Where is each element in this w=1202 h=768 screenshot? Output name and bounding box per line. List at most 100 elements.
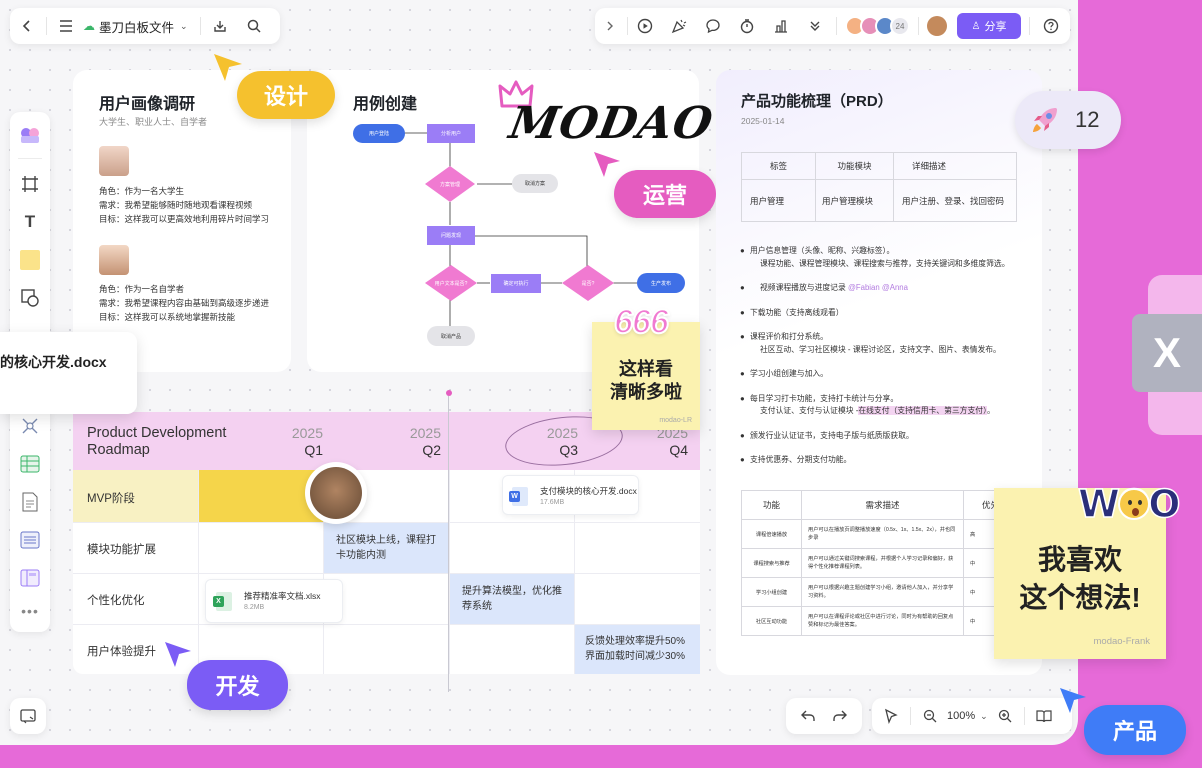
usecase-card[interactable]: 用例创建 用户登陆 分析用户 方案管理 取消方案 问题发现: [307, 70, 699, 372]
download-icon[interactable]: [207, 13, 233, 39]
list-icon[interactable]: [17, 527, 43, 553]
roadmap-bar-text: 反馈处理效率提升50%: [585, 636, 686, 647]
pointer-icon[interactable]: [878, 703, 904, 729]
shape-icon[interactable]: [17, 285, 43, 311]
table-cell: 用户管理模块: [815, 179, 894, 222]
flow-node-decision[interactable]: 方案管理: [425, 166, 475, 202]
roadmap-bar-text: 社区模块上线，课程打卡功能内测: [336, 535, 436, 561]
flow-node-label: 方案管理: [439, 181, 460, 188]
doc-title-dropdown[interactable]: ☁ 墨刀白板文件 ⌄: [83, 17, 188, 36]
help-icon[interactable]: [1038, 13, 1064, 39]
sticky-note-icon[interactable]: [17, 247, 43, 273]
book-icon[interactable]: [1031, 703, 1057, 729]
text-icon[interactable]: T: [24, 212, 36, 231]
flow-node-end[interactable]: 生产发布: [637, 273, 685, 293]
comment-icon[interactable]: [700, 13, 726, 39]
mindmap-icon[interactable]: [17, 413, 43, 439]
bullet-item: ●下载功能（支持离线观看）: [740, 307, 844, 317]
cursor-icon: [1058, 686, 1088, 721]
flow-node-decision[interactable]: 是否?: [562, 265, 614, 301]
roadmap-row-label: 个性化优化: [87, 595, 145, 607]
table-header: 标签: [741, 152, 816, 180]
flow-node-decision[interactable]: 用户文本是否?: [425, 265, 477, 301]
roadmap-row-label-cell: [73, 470, 198, 522]
vote-icon[interactable]: [768, 13, 794, 39]
document-icon[interactable]: [17, 489, 43, 515]
zoom-out-icon[interactable]: [917, 703, 943, 729]
roadmap-bar[interactable]: 社区模块上线，课程打卡功能内测: [324, 523, 449, 573]
prd-table-1: 标签 功能模块 详细描述 用户管理 用户管理模块 用户注册、登录、找回密码: [741, 152, 1017, 222]
shapes-palette-icon[interactable]: [17, 122, 43, 148]
menu-icon[interactable]: [53, 13, 79, 39]
search-icon[interactable]: [241, 13, 267, 39]
timeline-marker-dot[interactable]: [446, 390, 452, 396]
flow-node-process[interactable]: 分析用户: [427, 124, 475, 143]
divider: [46, 17, 47, 35]
flow-node-process[interactable]: 问题发现: [427, 226, 475, 245]
sticky-author: modao-Frank: [1093, 636, 1151, 647]
bullet-sub: 支付认证、支付与认证模块 -在线支付（支持信用卡、第三方支付）。: [760, 406, 995, 415]
timer-icon[interactable]: [734, 13, 760, 39]
flow-node-start[interactable]: 用户登陆: [353, 124, 405, 143]
double-chevron-down-icon[interactable]: [802, 13, 828, 39]
celebrate-icon[interactable]: [666, 13, 692, 39]
column-line: [449, 470, 450, 674]
avatar: [99, 146, 129, 176]
top-left-toolbar: ☁ 墨刀白板文件 ⌄: [10, 8, 280, 44]
collaborator-avatars[interactable]: 24: [845, 16, 910, 36]
reaction-badge[interactable]: 12: [1015, 91, 1121, 149]
bullet-item: ●学习小组创建与加入。: [740, 369, 828, 378]
persona-need: 需求：我希望课程内容由基础到高级逐步递进: [99, 298, 270, 308]
docx-file-card[interactable]: W 支付模块的核心开发.docx 17.6MB: [502, 475, 639, 515]
chevron-right-icon[interactable]: [597, 13, 623, 39]
flow-node-terminal[interactable]: 取消方案: [512, 174, 558, 193]
mention-text[interactable]: @Fabian @Anna: [847, 283, 908, 292]
table-cell: 用户可以在课程评论或社区中进行讨论，同时为有帮助的回复点赞和标记为最佳答案。: [801, 606, 964, 636]
undo-icon[interactable]: [795, 703, 821, 729]
redo-icon[interactable]: [827, 703, 853, 729]
sticky-author: modao-LR: [659, 417, 692, 424]
cloud-icon: ☁: [83, 19, 95, 33]
cursor-icon: [592, 150, 622, 185]
frame-icon[interactable]: [17, 171, 43, 197]
file-popup[interactable]: 的核心开发.docx: [0, 332, 137, 414]
roadmap[interactable]: Product Development Roadmap 2025 Q1 2025…: [73, 410, 700, 674]
prd-date: 2025-01-14: [741, 116, 785, 126]
excel-file-icon: X: [213, 592, 232, 611]
persona-card[interactable]: 用户画像调研 大学生、职业人士、自学者 角色：作为一名大学生 需求：我希望能够随…: [73, 70, 291, 372]
persona-goal: 目标：这样我可以系统地掌握新技能: [99, 312, 236, 322]
bullet-text: 颁发行业认证证书，支持电子版与纸质版获取。: [750, 430, 914, 440]
play-icon[interactable]: [632, 13, 658, 39]
flow-node-process[interactable]: 确定可执行: [491, 274, 541, 293]
share-button[interactable]: ♙ 分享: [957, 13, 1021, 39]
sticky-note-frank[interactable]: 我喜欢 这个想法! modao-Frank: [994, 488, 1166, 659]
undo-redo-bar: [786, 698, 862, 734]
xlsx-file-card[interactable]: X 推荐精准率文档.xlsx 8.2MB: [205, 579, 343, 623]
sticky-note-666[interactable]: 这样看 清晰多啦 modao-LR: [592, 322, 700, 430]
highlight-text: 在线支付（支持信用卡、第三方支付）: [858, 406, 987, 415]
zoom-level-dropdown[interactable]: 100% ⌄: [947, 710, 988, 722]
roadmap-bar-text: 提升算法模型，优化推荐系统: [462, 586, 562, 612]
bullet-item: ●视频课程播放与进度记录 @Fabian @Anna: [740, 283, 908, 292]
prd-card[interactable]: 产品功能梳理（PRD） 2025-01-14 标签 功能模块 详细描述 用户管理…: [716, 70, 1042, 675]
avatar[interactable]: [927, 16, 947, 36]
roadmap-bar[interactable]: 反馈处理效率提升50% 界面加载时间减少30%: [575, 625, 700, 674]
table-header: 功能模块: [815, 152, 894, 180]
flow-node-terminal[interactable]: 取消产品: [427, 326, 475, 346]
divider: [910, 707, 911, 725]
table-cell: 学习小组创建: [741, 577, 802, 607]
zoom-in-icon[interactable]: [992, 703, 1018, 729]
cursor-icon: [163, 640, 193, 675]
row-divider: [73, 624, 700, 625]
sticky-text: 我喜欢: [1037, 544, 1122, 575]
whiteboard-canvas[interactable]: ☁ 墨刀白板文件 ⌄: [0, 0, 1121, 745]
back-icon[interactable]: [14, 13, 40, 39]
more-icon[interactable]: •••: [21, 603, 39, 619]
row-divider: [73, 522, 700, 523]
roadmap-bar[interactable]: [199, 470, 323, 522]
quarter-header: 2025 Q4: [643, 425, 688, 459]
table-icon[interactable]: [17, 451, 43, 477]
roadmap-bar[interactable]: 提升算法模型，优化推荐系统: [450, 574, 574, 624]
kanban-icon[interactable]: [17, 565, 43, 591]
minimap-button[interactable]: [10, 698, 46, 734]
